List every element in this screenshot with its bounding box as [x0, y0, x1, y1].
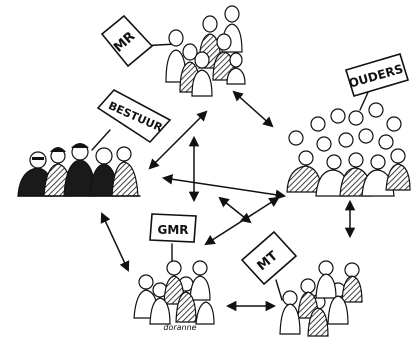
sign-ouders: OUDERS: [344, 53, 410, 111]
arrow-bestuur-ouders: [161, 174, 287, 200]
sign-bestuur: BESTUUR: [91, 88, 172, 151]
sign-gmr: GMR: [149, 213, 197, 263]
people-mr: [165, 5, 246, 97]
arrow-mr-ouders: [232, 90, 274, 128]
people-mt: [279, 260, 363, 337]
artist-signature: doranne: [163, 323, 196, 332]
people-gmr: [133, 260, 215, 325]
arrow-bestuur-gmr: [100, 212, 130, 272]
people-bestuur: [17, 143, 141, 197]
sign-label-gmr: GMR: [157, 223, 188, 237]
arrow-bestuur-mr: [148, 110, 208, 170]
group-bestuur: BESTUUR: [17, 88, 172, 197]
sign-pole: [91, 129, 111, 151]
connection-arrows: [100, 90, 356, 312]
group-ouders: OUDERS: [286, 53, 411, 197]
group-mr: MR: [100, 5, 246, 97]
sign-pole: [275, 279, 283, 301]
sign-mt: MT: [240, 230, 298, 301]
group-gmr: GMR doranne: [133, 213, 215, 332]
group-mt: MT: [240, 230, 363, 337]
arrow-gmr-ouders: [204, 196, 280, 246]
people-ouders: [286, 102, 411, 197]
sign-mr: MR: [100, 14, 177, 68]
